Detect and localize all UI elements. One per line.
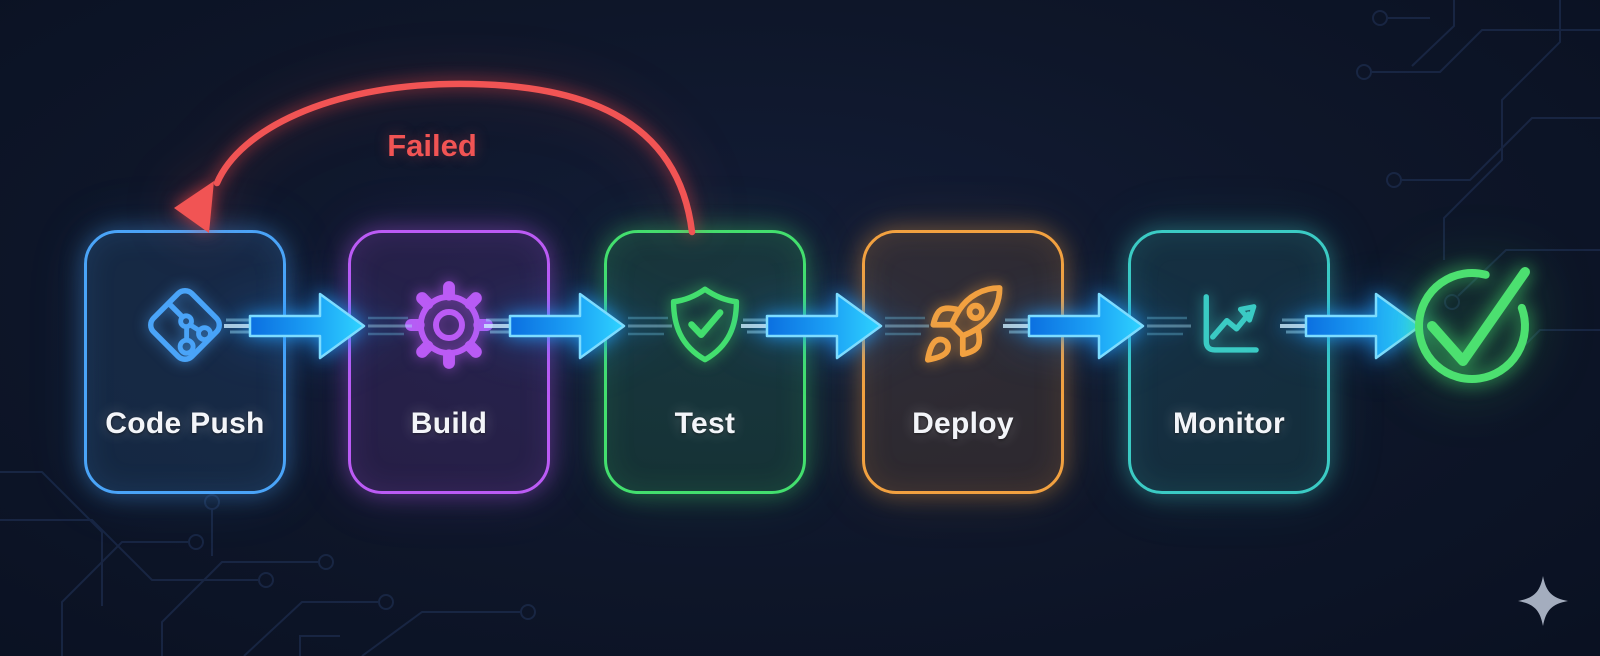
- check-circle-icon: [1414, 267, 1530, 383]
- stage-label: Deploy: [912, 407, 1014, 440]
- shield-check-icon: [653, 273, 757, 377]
- stage-label: Test: [674, 407, 736, 440]
- stage-label: Monitor: [1172, 407, 1286, 440]
- chart-trend-icon: [1177, 273, 1281, 377]
- git-branch-icon: [133, 273, 237, 377]
- stage-card-code-push: Code Push: [84, 230, 286, 494]
- flow-arrow-1: [224, 292, 412, 360]
- flow-arrow-4: [1003, 292, 1191, 360]
- flow-arrow-3: [741, 292, 929, 360]
- stage-label: Code Push: [105, 407, 265, 440]
- failed-loop-arrow: [174, 80, 696, 236]
- gear-icon: [397, 273, 501, 377]
- flow-arrow-2: [484, 292, 672, 360]
- stage-card-monitor: Monitor: [1128, 230, 1330, 494]
- flow-arrow-5: [1280, 292, 1422, 360]
- sparkle-icon: [1518, 576, 1568, 626]
- rocket-icon: [911, 273, 1015, 377]
- failed-label: Failed: [387, 128, 477, 163]
- stage-card-deploy: Deploy: [862, 230, 1064, 494]
- stage-label: Build: [410, 407, 488, 440]
- stage-card-test: Test: [604, 230, 806, 494]
- stage-card-build: Build: [348, 230, 550, 494]
